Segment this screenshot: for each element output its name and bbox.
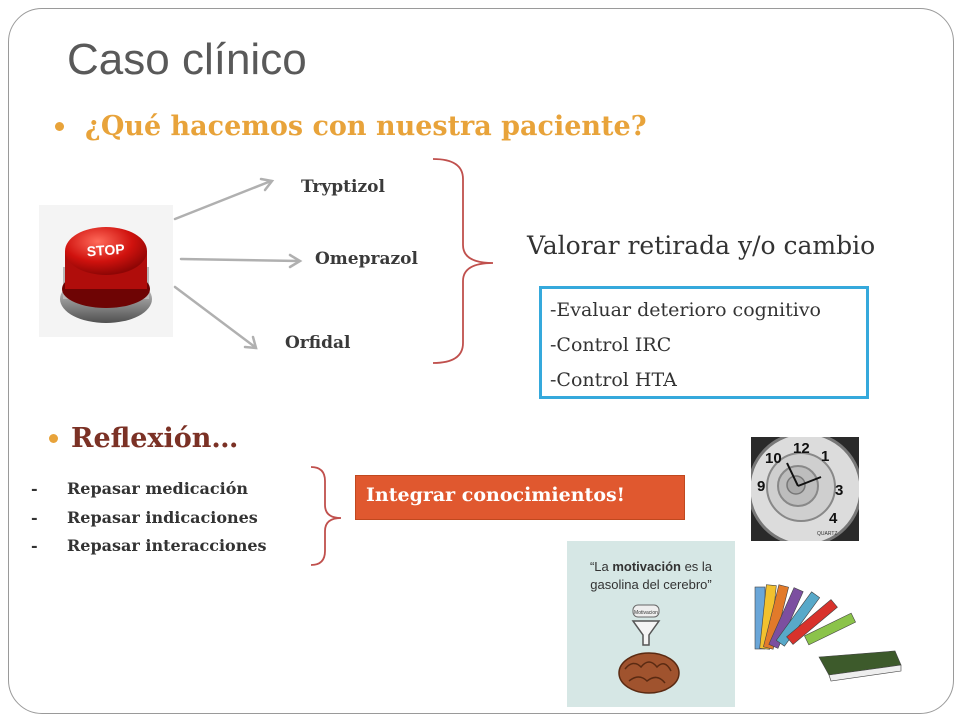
drug-label: Orfidal: [285, 333, 351, 353]
bracket-icon: [432, 158, 494, 364]
svg-text:12: 12: [793, 440, 810, 457]
motivation-image: “La motivación es la gasolina del cerebr…: [567, 541, 735, 707]
check-item: -Control IRC: [550, 334, 672, 356]
svg-text:gasolina del cerebro”: gasolina del cerebro”: [590, 577, 711, 592]
slide: Caso clínico ¿Qué hacemos con nuestra pa…: [8, 8, 954, 714]
svg-text:1: 1: [821, 448, 829, 465]
slide-title: Caso clínico: [67, 35, 307, 84]
check-item: -Control HTA: [550, 369, 677, 391]
list-item: -Repasar indicaciones: [31, 507, 258, 527]
svg-text:4: 4: [829, 510, 838, 527]
arrow-icon: [173, 285, 257, 349]
svg-text:“La motivación es la: “La motivación es la: [590, 559, 713, 574]
drug-label: Tryptizol: [301, 177, 385, 197]
conclusion-text: Valorar retirada y/o cambio: [527, 231, 876, 260]
svg-text:9: 9: [757, 478, 765, 495]
bracket-icon: [310, 466, 342, 566]
arrow-icon: [173, 179, 273, 221]
arrows-brackets: [173, 158, 494, 566]
drug-label: Omeprazol: [315, 249, 418, 269]
arrow-icon: [179, 257, 301, 263]
stop-label: STOP: [86, 241, 125, 260]
svg-text:Motivacion: Motivacion: [634, 610, 658, 616]
list-item: -Repasar interacciones: [31, 536, 267, 555]
svg-text:10: 10: [765, 450, 782, 467]
clock-brand: QUARTZ: [817, 531, 837, 537]
bullet-dot-icon: [49, 434, 58, 443]
reflection-heading: Reflexión…: [71, 423, 239, 454]
stop-button-image: STOP: [39, 205, 173, 337]
highlight-box: Integrar conocimientos!: [355, 475, 685, 520]
svg-text:3: 3: [835, 482, 843, 499]
check-item: -Evaluar deterioro cognitivo: [550, 299, 822, 321]
books-image: [749, 579, 909, 689]
question-heading: ¿Qué hacemos con nuestra paciente?: [85, 111, 647, 142]
reflection-list: -Repasar medicación -Repasar indicacione…: [31, 479, 267, 565]
list-item: -Repasar medicación: [31, 479, 249, 498]
bullet-dot-icon: [55, 122, 64, 131]
checks-box: -Evaluar deterioro cognitivo -Control IR…: [539, 286, 869, 399]
